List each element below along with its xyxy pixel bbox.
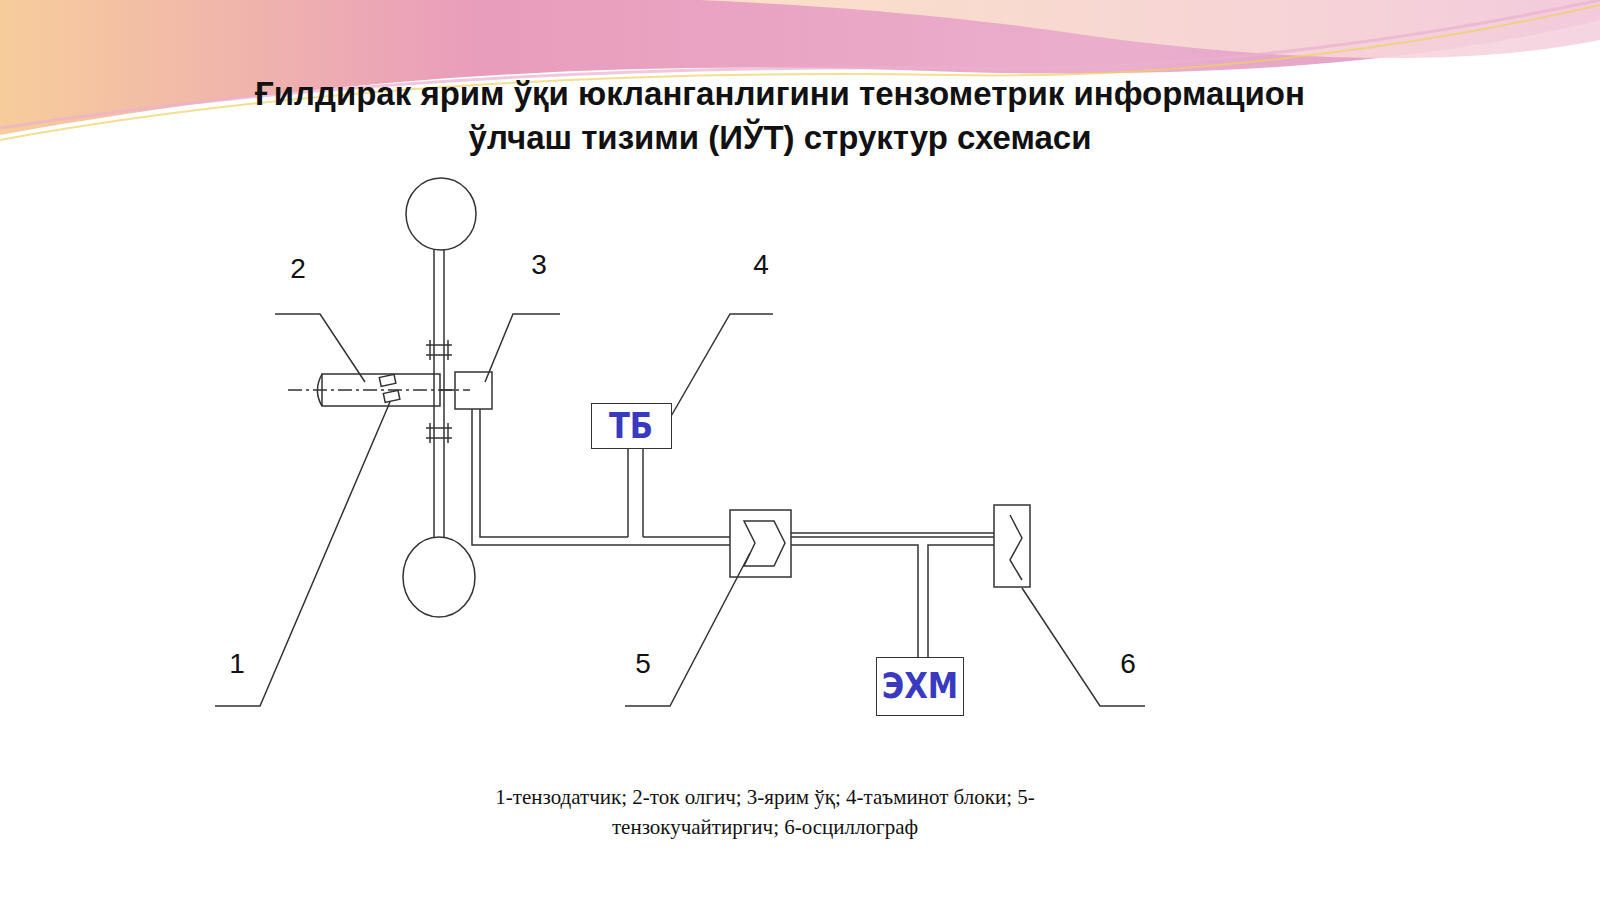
callout-number: 3 (531, 251, 547, 279)
leader-line (1022, 588, 1145, 706)
wheel-rim (403, 537, 475, 617)
oscilloscope (994, 505, 1030, 587)
leader-line (215, 402, 390, 706)
callout-number: 2 (290, 255, 306, 283)
block-label: ЭХМ (882, 668, 959, 704)
block-box: ТБ (591, 403, 672, 449)
leader-line (275, 314, 365, 382)
leader-line (485, 314, 560, 382)
wheel-rim (406, 178, 476, 250)
callout-number: 4 (753, 251, 769, 279)
callout-number: 5 (635, 650, 651, 678)
block-label: ТБ (609, 408, 653, 444)
leader-line (625, 553, 750, 706)
wheel-disc (443, 250, 445, 537)
amplifier (730, 510, 791, 577)
strain-gauge (383, 390, 400, 402)
block-box: ЭХМ (876, 657, 965, 716)
callout-number: 1 (229, 650, 245, 678)
wheel-disc (433, 250, 435, 537)
slide-title: Ғилдирак ярим ўқи юкланганлигини тензоме… (230, 72, 1330, 160)
leader-line (670, 314, 773, 418)
strain-gauge (379, 374, 396, 386)
callout-number: 6 (1120, 650, 1136, 678)
legend-caption: 1-тензодатчик; 2-ток олгич; 3-ярим ўқ; 4… (460, 782, 1070, 842)
